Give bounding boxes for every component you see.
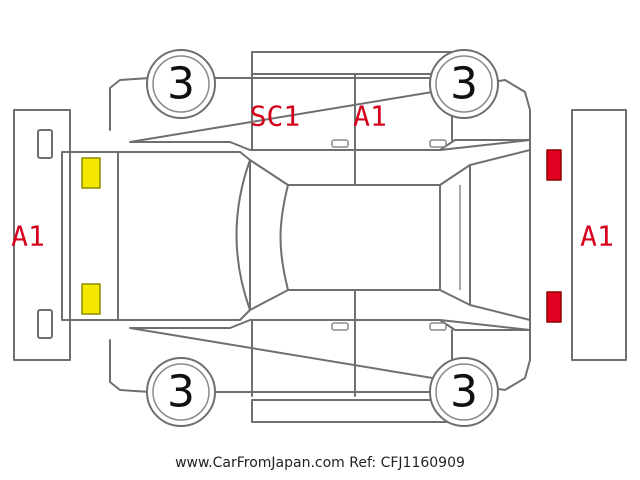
left-side-strip [251, 51, 453, 75]
wheel-rear-right-grade: 3 [450, 367, 478, 418]
front-light-bottom [81, 283, 101, 315]
damage-code-front-bumper: A1 [11, 220, 45, 253]
wheel-front-left: 3 [146, 49, 216, 119]
wheel-front-right-grade: 3 [167, 367, 195, 418]
right-side-panel [109, 289, 531, 397]
car-body-outline [61, 139, 531, 331]
wheel-front-right: 3 [146, 357, 216, 427]
damage-code-left-rear-door: A1 [353, 100, 387, 133]
watermark-footer: www.CarFromJapan.com Ref: CFJ1160909 [175, 455, 465, 471]
front-bumper [13, 109, 71, 361]
rear-bumper [571, 109, 627, 361]
front-light-top [81, 157, 101, 189]
wheel-rear-left: 3 [429, 49, 499, 119]
rear-light-top [546, 149, 562, 181]
right-side-strip [251, 399, 453, 423]
rear-light-bottom [546, 291, 562, 323]
wheel-front-left-grade: 3 [167, 59, 195, 110]
damage-code-left-front-door: SC1 [250, 100, 301, 133]
wheel-rear-left-grade: 3 [450, 59, 478, 110]
damage-code-rear-bumper: A1 [580, 220, 614, 253]
wheel-rear-right: 3 [429, 357, 499, 427]
